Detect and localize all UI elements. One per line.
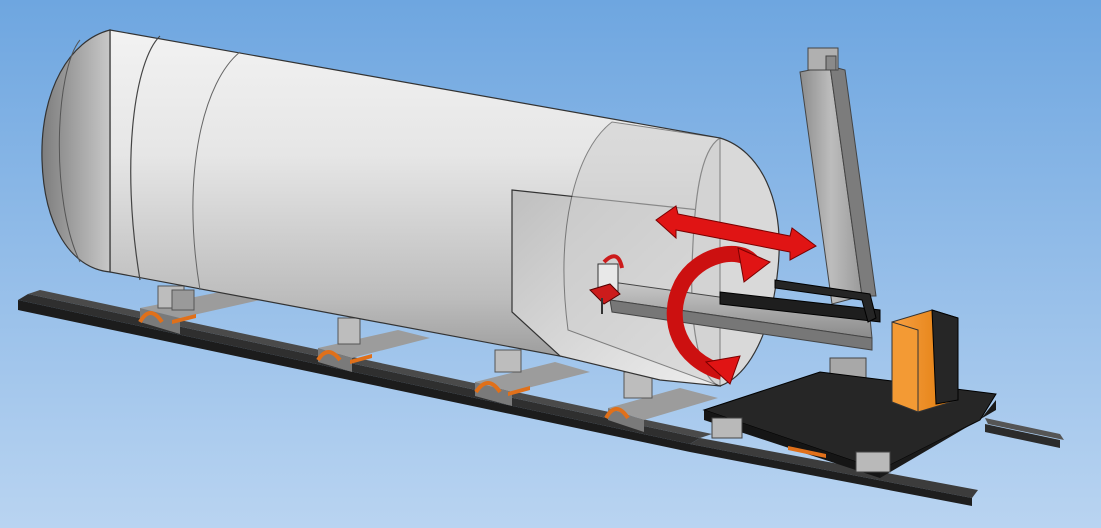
roller-support-3	[474, 349, 590, 406]
boom-travel-arrow	[655, 205, 817, 261]
roller-support-1	[138, 285, 260, 334]
welding-torch-head	[589, 254, 624, 314]
control-cabinet	[891, 309, 959, 413]
roller-support-4	[604, 371, 718, 432]
tank-rotation-arrow	[666, 246, 771, 385]
roller-supports	[138, 285, 718, 432]
roller-support-2	[316, 317, 430, 372]
guide-rails	[18, 290, 1064, 506]
